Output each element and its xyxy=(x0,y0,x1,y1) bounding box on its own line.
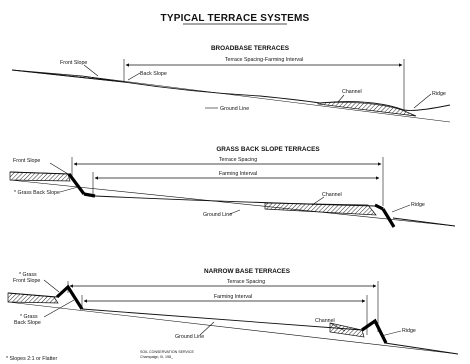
narrow-ground-line-leader xyxy=(199,321,215,336)
diagram-title: TYPICAL TERRACE SYSTEMS xyxy=(161,13,310,24)
broadbase-ridge-leader xyxy=(413,93,432,109)
narrow-grass-back-label-2: Back Slope xyxy=(14,320,41,326)
narrow-spacing-label: Terrace Spacing xyxy=(227,279,265,285)
broadbase-spacing-label: Terrace Spacing-Farming Interval xyxy=(225,57,303,63)
broadbase-right-terrace xyxy=(317,101,417,117)
narrow-channel-label: Channel xyxy=(315,318,335,324)
broadbase-front-slope-label: Front Slope xyxy=(60,60,87,66)
grass-back-front-slope-leader xyxy=(49,162,69,175)
broadbase-underlying-line xyxy=(81,75,451,123)
broadbase-ground-line xyxy=(11,69,451,111)
grass-back-underlying-line xyxy=(9,179,456,227)
grass-back-right-back-slope xyxy=(381,208,396,228)
narrow-grass-back-label-1: * Grass xyxy=(20,314,38,320)
grass-back-ridge-label: Ridge xyxy=(411,202,425,208)
grass-back-left-front-slope xyxy=(67,173,86,195)
narrow-right-channel xyxy=(329,322,365,338)
narrow-farming-label: Farming Interval xyxy=(214,294,252,300)
narrow-channel-leader xyxy=(329,322,346,332)
grass-back-channel-label: Channel xyxy=(322,192,342,198)
grass-back-ground-line-leader xyxy=(229,209,241,215)
narrow-grass-back-leader xyxy=(43,299,75,318)
narrow-heading: NARROW BASE TERRACES xyxy=(204,268,291,275)
narrow-left-channel xyxy=(7,292,59,304)
grass-back-right-channel xyxy=(264,202,377,216)
narrow-grass-front-label-2: Front Slope xyxy=(13,278,40,284)
narrow-ground-line-label: Ground Line xyxy=(175,334,204,340)
credit-line-1: SOIL CONSERVATION SERVICE xyxy=(140,350,195,354)
grass-back-heading: GRASS BACK SLOPE TERRACES xyxy=(216,146,320,153)
narrow-underlying-line xyxy=(7,301,459,355)
narrow-right-terrace-ridge xyxy=(361,318,388,344)
narrow-ridge-label: Ridge xyxy=(402,328,416,334)
grass-back-channel-leader xyxy=(311,196,325,206)
broadbase-channel-leader xyxy=(337,94,345,103)
grass-back-left-back-slope xyxy=(83,192,96,198)
narrow-left-terrace-ridge xyxy=(55,284,84,310)
credit-line-2: Champaign, Ill. 198_ xyxy=(140,355,174,359)
broadbase-terraces-panel: BROADBASE TERRACES Terrace Spacing-Farmi… xyxy=(11,45,451,123)
narrow-ground-line xyxy=(7,292,459,355)
broadbase-back-slope-leader xyxy=(127,72,141,81)
narrow-ridge-leader xyxy=(380,330,402,337)
footnote: * Slopes 2:1 or Flatter xyxy=(6,356,57,362)
grass-back-farming-label: Farming Interval xyxy=(219,171,257,177)
grass-back-right-front-slope xyxy=(374,203,384,211)
grass-back-slope-terraces-panel: GRASS BACK SLOPE TERRACES Terrace Spacin… xyxy=(9,146,456,228)
grass-back-ground-line-label: Ground Line xyxy=(203,212,232,218)
grass-back-grass-back-slope-leader xyxy=(59,186,79,193)
narrow-grass-front-label-1: * Grass xyxy=(19,272,37,278)
grass-back-grass-back-slope-label: * Grass Back Slope xyxy=(14,190,60,196)
grass-back-ridge-leader xyxy=(391,204,411,213)
broadbase-ground-line-label: Ground Line xyxy=(220,106,249,112)
narrow-grass-front-leader xyxy=(43,279,60,293)
grass-back-spacing-label: Terrace Spacing xyxy=(219,157,257,163)
broadbase-front-slope-leader xyxy=(83,64,99,77)
broadbase-ridge-label: Ridge xyxy=(432,91,446,97)
grass-back-front-slope-label: Front Slope xyxy=(13,158,40,164)
broadbase-channel-label: Channel xyxy=(342,89,362,95)
broadbase-heading: BROADBASE TERRACES xyxy=(211,45,290,52)
narrow-base-terraces-panel: NARROW BASE TERRACES Terrace Spacing Far… xyxy=(7,268,459,355)
broadbase-back-slope-label: Back Slope xyxy=(140,71,167,77)
